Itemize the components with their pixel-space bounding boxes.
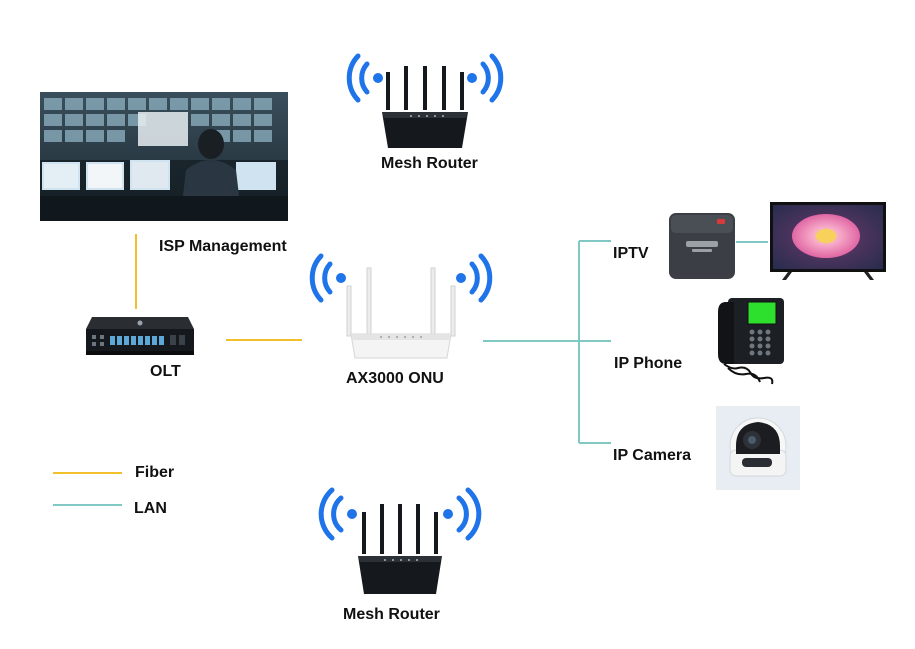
set-top-box-icon <box>668 212 736 280</box>
iptv-label: IPTV <box>613 245 649 262</box>
mesh-router-top-label: Mesh Router <box>381 155 478 172</box>
mesh-router-bottom-icon <box>312 482 488 597</box>
ip-camera-label: IP Camera <box>613 447 691 464</box>
onu-router-icon <box>303 248 499 363</box>
mesh-router-bottom-label: Mesh Router <box>343 606 440 623</box>
onu-label: AX3000 ONU <box>346 370 444 387</box>
ip-phone-label: IP Phone <box>614 355 683 372</box>
dome-camera-icon <box>716 406 800 490</box>
tv-icon <box>768 200 888 284</box>
desk-phone-icon <box>716 296 786 386</box>
legend-fiber-label: Fiber <box>135 464 175 481</box>
mesh-router-top-icon <box>338 44 512 150</box>
legend-lan-label: LAN <box>134 500 167 517</box>
control-room-photo <box>40 92 288 221</box>
isp-management-label: ISP Management <box>159 238 287 255</box>
olt-rack-switch-icon <box>84 315 196 357</box>
olt-label: OLT <box>150 363 181 380</box>
